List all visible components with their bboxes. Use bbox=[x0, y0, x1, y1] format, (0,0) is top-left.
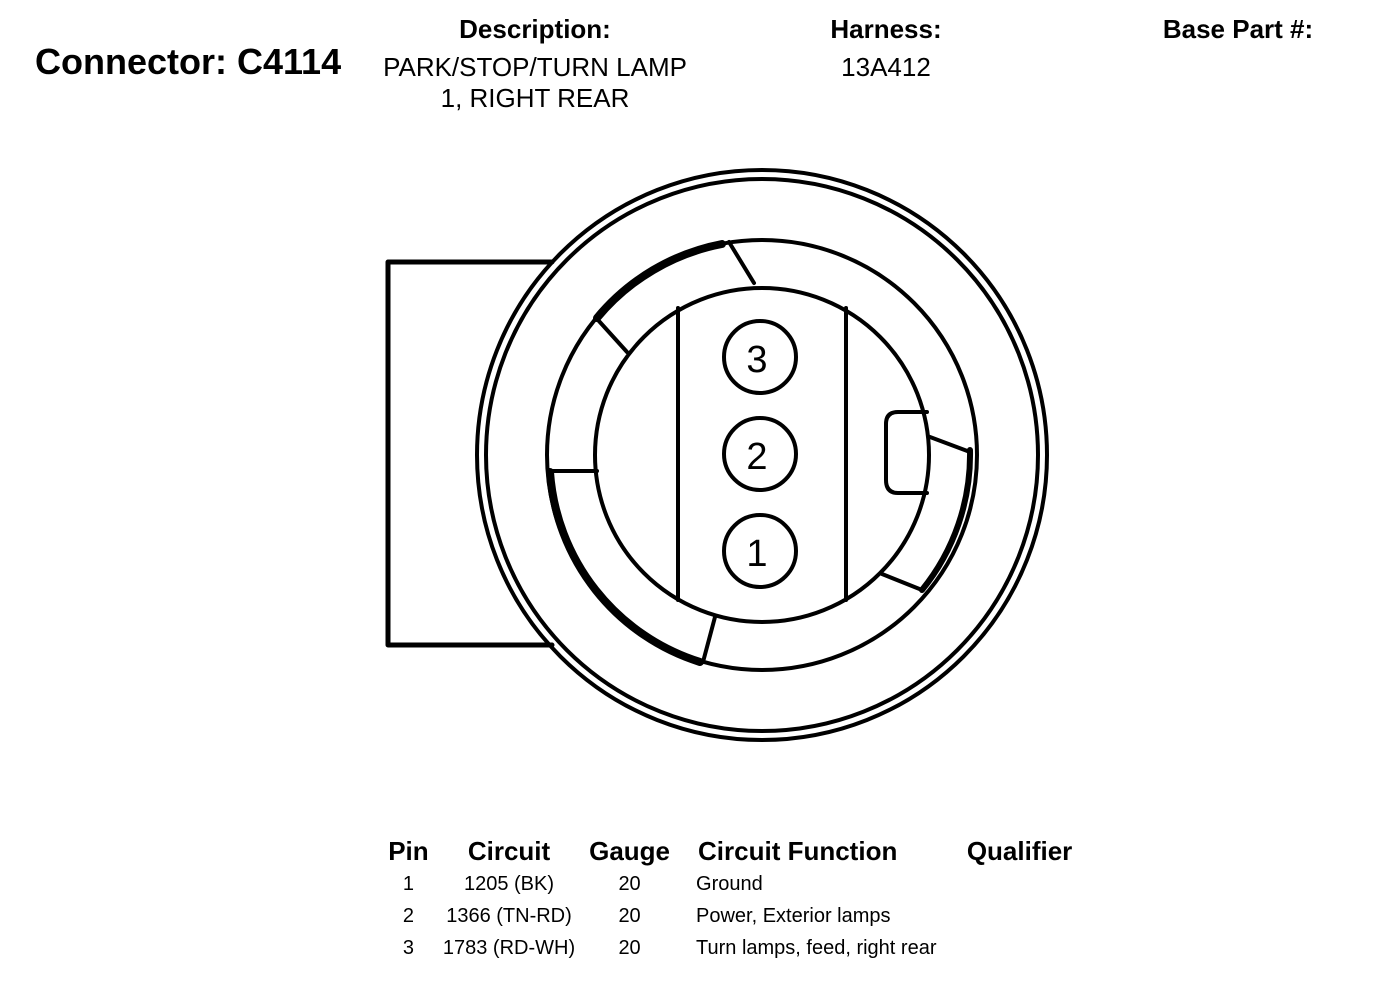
seal-arc-upper-left bbox=[593, 240, 726, 322]
rib-upper-left bbox=[596, 318, 629, 354]
column-header-circuit: Circuit bbox=[467, 835, 551, 866]
cell-circuit-function: Ground bbox=[696, 872, 763, 895]
connector-keyway bbox=[884, 410, 929, 495]
cell-circuit: 1205 (BK) bbox=[463, 872, 555, 895]
cell-gauge: 20 bbox=[618, 904, 641, 927]
column-header-circuit-function: Circuit Function bbox=[698, 835, 898, 866]
pin-1-terminal bbox=[722, 513, 798, 589]
harness-label: Harness: bbox=[830, 14, 942, 44]
pin-1-label: 1 bbox=[746, 533, 767, 575]
cell-gauge: 20 bbox=[618, 936, 641, 959]
table-row: 1 1205 (BK) 20 Ground bbox=[374, 868, 1094, 900]
connector-latch-housing bbox=[385, 259, 555, 648]
connector-seal-ring bbox=[545, 238, 979, 672]
pin-table-header: Pin Circuit Gauge Circuit Function Quali… bbox=[374, 834, 1094, 868]
pin-3-terminal bbox=[722, 319, 798, 395]
description-value: PARK/STOP/TURN LAMP 1, RIGHT REAR bbox=[365, 52, 705, 114]
connector-inner-face bbox=[593, 286, 931, 624]
rib-right bbox=[928, 435, 972, 454]
pin-3-label: 3 bbox=[746, 339, 767, 381]
cell-gauge: 20 bbox=[618, 872, 641, 895]
cell-pin: 3 bbox=[402, 936, 414, 959]
cell-pin: 1 bbox=[402, 872, 414, 895]
pin-table: Pin Circuit Gauge Circuit Function Quali… bbox=[374, 834, 1094, 964]
description-line-1: PARK/STOP/TURN LAMP bbox=[383, 52, 687, 82]
base-part-label: Base Part #: bbox=[1162, 14, 1314, 44]
connector-title: Connector: C4114 bbox=[35, 41, 342, 82]
description-label: Description: bbox=[459, 14, 611, 44]
cell-pin: 2 bbox=[402, 904, 414, 927]
cell-circuit: 1783 (RD-WH) bbox=[442, 936, 576, 959]
cell-circuit-function: Power, Exterior lamps bbox=[696, 904, 891, 927]
column-header-pin: Pin bbox=[388, 835, 429, 866]
rib-top bbox=[727, 240, 756, 285]
description-line-2: 1, RIGHT REAR bbox=[440, 83, 630, 113]
cell-qualifier bbox=[967, 932, 1094, 964]
connector-outer-rim-inner bbox=[484, 177, 1040, 733]
cell-circuit: 1366 (TN-RD) bbox=[446, 904, 572, 927]
pin-2-terminal bbox=[722, 416, 798, 492]
cell-circuit-function: Turn lamps, feed, right rear bbox=[696, 936, 937, 959]
table-row: 2 1366 (TN-RD) 20 Power, Exterior lamps bbox=[374, 900, 1094, 932]
pin-2-label: 2 bbox=[746, 436, 767, 478]
column-header-gauge: Gauge bbox=[589, 835, 671, 866]
column-header-qualifier: Qualifier bbox=[966, 835, 1073, 866]
rib-bottom bbox=[701, 615, 717, 664]
seal-arc-right bbox=[919, 447, 974, 593]
harness-value: 13A412 bbox=[841, 52, 931, 82]
connector-outer-rim bbox=[475, 168, 1049, 742]
cell-qualifier bbox=[967, 900, 1094, 932]
seal-arc-lower-left bbox=[546, 468, 704, 666]
rib-lower-right bbox=[880, 572, 924, 592]
table-row: 3 1783 (RD-WH) 20 Turn lamps, feed, righ… bbox=[374, 932, 1094, 964]
cell-qualifier bbox=[967, 868, 1094, 900]
